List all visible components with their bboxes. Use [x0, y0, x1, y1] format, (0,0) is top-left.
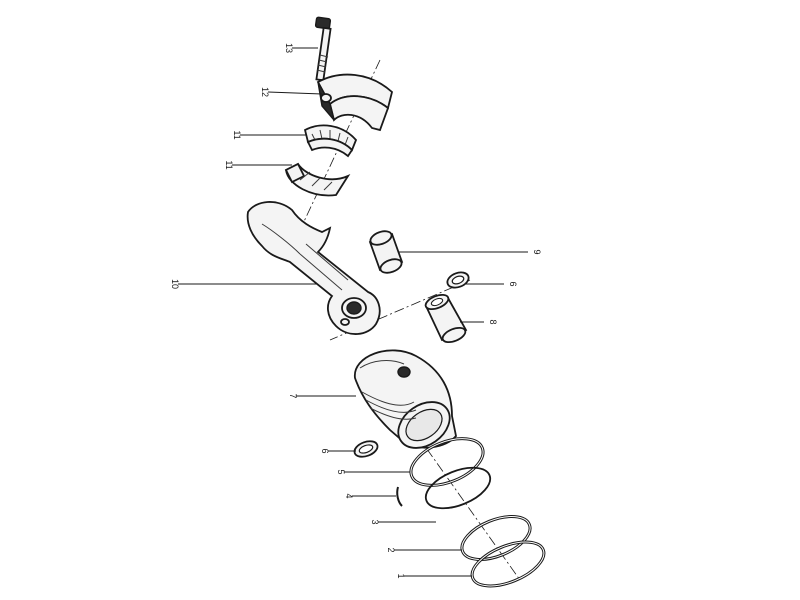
callout-3: 3 — [370, 519, 380, 524]
callout-10: 10 — [170, 279, 180, 289]
callout-9: 9 — [532, 249, 542, 254]
part-10-connecting-rod — [246, 201, 381, 335]
part-3-piston-ring — [424, 466, 492, 510]
callout-5: 5 — [336, 469, 346, 474]
part-11-bearing-shell-lower — [284, 162, 351, 197]
callout-11-lower: 11 — [224, 160, 234, 169]
leader-12 — [267, 91, 323, 95]
part-8-piston-pin — [424, 293, 468, 344]
callout-11-upper: 11 — [232, 130, 242, 139]
part-11-bearing-shell-upper — [303, 124, 358, 158]
part-4-ring-expander — [396, 486, 403, 507]
part-6-circlip-upper — [446, 271, 470, 289]
callout-12: 12 — [260, 87, 270, 97]
callout-7: 7 — [288, 393, 298, 398]
callout-1: 1 — [396, 573, 406, 578]
callout-8: 8 — [488, 319, 498, 324]
callout-6-upper: 6 — [508, 281, 518, 286]
part-1-piston-ring — [470, 540, 546, 588]
callout-2: 2 — [386, 547, 396, 552]
part-9-small-end-bush — [368, 230, 404, 274]
part-7-piston — [354, 349, 457, 449]
part-6-circlip-lower — [353, 440, 379, 458]
callout-4: 4 — [344, 493, 354, 498]
part-13-bolt — [314, 16, 332, 82]
part-12-bearing-cap — [316, 73, 394, 132]
callout-13: 13 — [284, 43, 294, 53]
part-5-piston-ring — [409, 437, 485, 487]
callout-6-lower: 6 — [320, 448, 330, 453]
part-2-piston-ring — [460, 515, 532, 561]
